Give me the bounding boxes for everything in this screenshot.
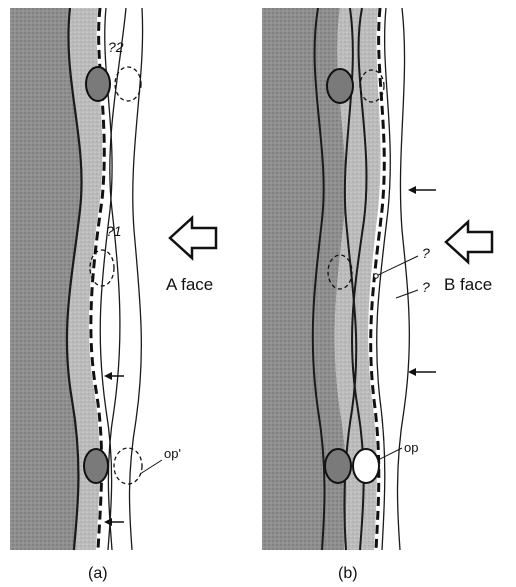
panel-a-small-arrow-1 xyxy=(104,372,124,380)
arrow-left-small-icon xyxy=(408,186,436,194)
panel-a-pit-leader xyxy=(140,460,162,474)
panel-b-caption: (b) xyxy=(338,565,358,582)
arrow-left-outline-icon xyxy=(170,218,216,258)
panel-b-particle-bottom xyxy=(325,449,351,483)
panel-b-face-label: B face xyxy=(444,275,492,294)
panel-a-small-arrow-2 xyxy=(104,518,124,526)
panel-b-particle-top xyxy=(327,69,353,103)
panel-a-question-2: ?2 xyxy=(108,39,124,55)
panel-a-particle-bottom xyxy=(84,449,108,483)
panel-a-pit-label: op' xyxy=(164,446,181,461)
panel-b-membrane-2 xyxy=(398,8,410,550)
panel-a-membrane-3 xyxy=(130,8,143,550)
panel-b-small-arrow-2 xyxy=(408,368,436,376)
panel-b-pit-bottom xyxy=(353,449,379,483)
panel-b: ? ? B face op (b) xyxy=(262,8,492,582)
panel-b-question-dot xyxy=(374,274,378,278)
panel-a-particle-top xyxy=(86,67,110,101)
panel-b-pit-label: op xyxy=(404,440,418,455)
panel-a: ?2 ?1 A face op' (a) xyxy=(10,8,216,582)
panel-a-face-label: A face xyxy=(166,275,213,294)
panel-b-face-arrow xyxy=(446,222,492,262)
panel-a-pit-top xyxy=(115,67,141,101)
panel-a-question-1: ?1 xyxy=(106,223,122,239)
panel-a-pit-bottom xyxy=(114,448,142,484)
panel-a-caption: (a) xyxy=(88,565,108,582)
panel-b-question-2: ? xyxy=(422,279,430,295)
panel-b-question-1: ? xyxy=(422,245,430,261)
